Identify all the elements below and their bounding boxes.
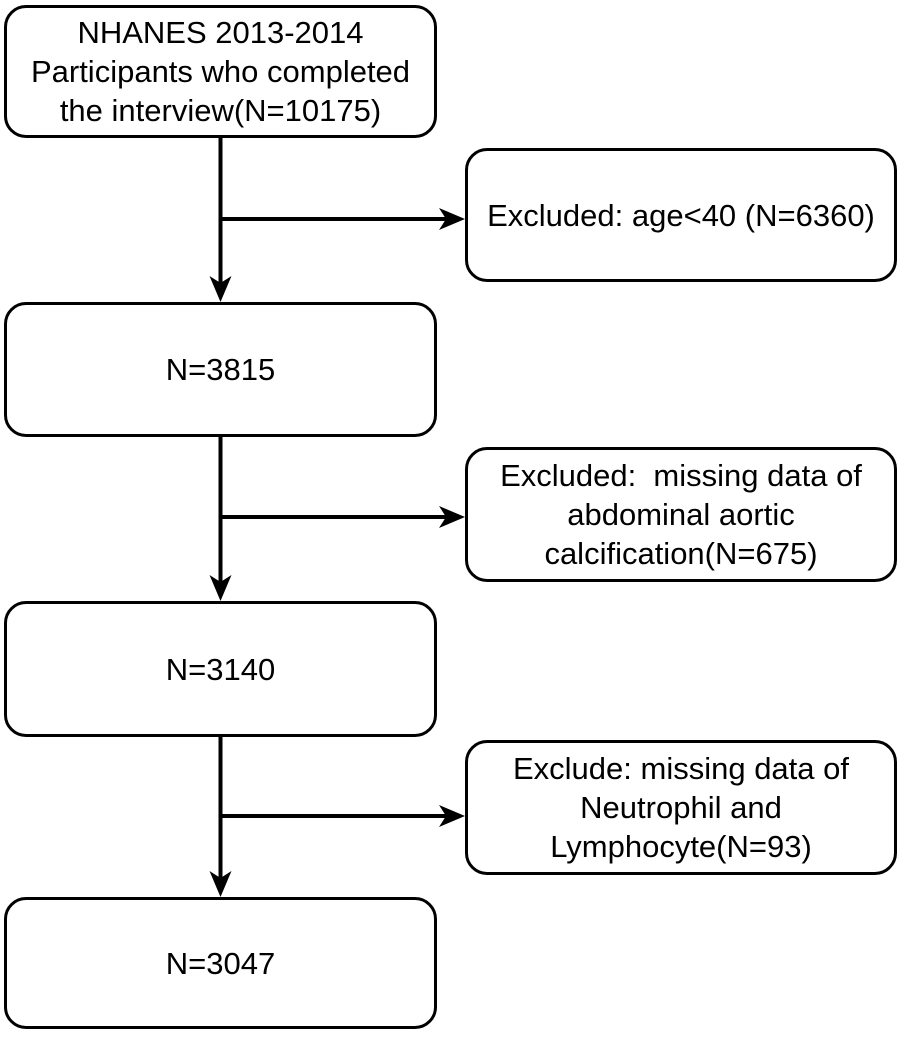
flow-box-excluded-labs-label: Exclude: missing data of Neutrophil and …: [512, 751, 849, 864]
arrowhead-down-icon: [209, 276, 232, 302]
flow-box-excluded-labs: Exclude: missing data of Neutrophil and …: [465, 740, 897, 875]
arrowhead-right-icon: [439, 208, 465, 230]
flow-box-excluded-aac-label: Excluded: missing data of abdominal aort…: [500, 458, 862, 571]
arrowhead-right-icon: [439, 805, 465, 827]
flow-box-n3047: N=3047: [4, 897, 437, 1029]
flow-box-n3047-label: N=3047: [165, 945, 276, 981]
flow-box-excluded-age-label: Excluded: age<40 (N=6360): [487, 197, 875, 233]
flow-box-n3815-label: N=3815: [165, 352, 276, 387]
flow-box-start-label: NHANES 2013-2014 Participants who comple…: [30, 15, 411, 128]
arrowhead-down-icon: [209, 871, 232, 897]
flow-box-n3140-label: N=3140: [165, 651, 276, 687]
arrowhead-down-icon: [209, 575, 232, 601]
flow-box-excluded-aac: Excluded: missing data of abdominal aort…: [465, 447, 897, 582]
flow-box-excluded-age: Excluded: age<40 (N=6360): [465, 148, 897, 282]
arrowhead-right-icon: [439, 506, 465, 528]
flow-box-n3815: N=3815: [4, 302, 437, 437]
flow-box-start: NHANES 2013-2014 Participants who comple…: [4, 5, 437, 138]
flow-box-n3140: N=3140: [4, 601, 437, 737]
